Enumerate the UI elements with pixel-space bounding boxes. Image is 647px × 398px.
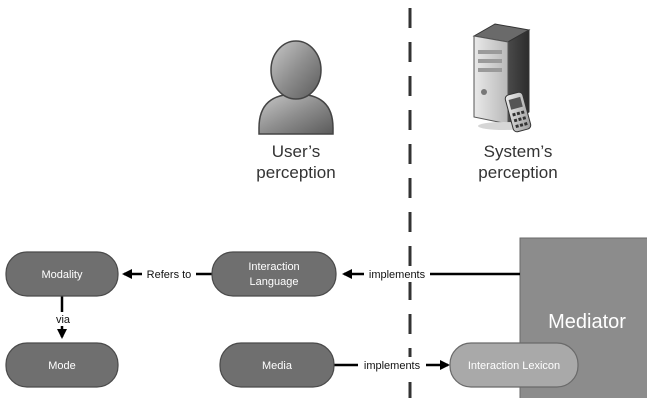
via-label: via — [56, 314, 71, 326]
mediator-label: Mediator — [548, 311, 626, 333]
refers-to-label: Refers to — [147, 269, 192, 281]
user-perception-subtitle: perception — [256, 163, 335, 182]
mode-node: Mode — [5, 342, 119, 388]
interaction-language-label-line1: Interaction — [248, 261, 299, 273]
user-icon — [258, 40, 334, 135]
interaction-lexicon-label: Interaction Lexicon — [468, 360, 560, 372]
media-node: Media — [219, 342, 335, 388]
mode-label: Mode — [48, 360, 76, 372]
system-perception-subtitle: perception — [478, 163, 557, 182]
media-label: Media — [262, 360, 293, 372]
interaction-language-label-line2: Language — [250, 276, 299, 288]
implements-lexicon-label: implements — [364, 360, 421, 372]
server-icon — [472, 23, 531, 130]
implements-language-label: implements — [369, 269, 426, 281]
interaction-language-node: Interaction Language — [211, 251, 337, 297]
user-perception-title: User’s — [272, 142, 321, 161]
modality-node: Modality — [5, 251, 119, 297]
interaction-lexicon-node: Interaction Lexicon — [449, 342, 579, 388]
phone-icon — [504, 91, 532, 133]
modality-label: Modality — [42, 269, 83, 281]
system-perception-title: System’s — [484, 142, 553, 161]
